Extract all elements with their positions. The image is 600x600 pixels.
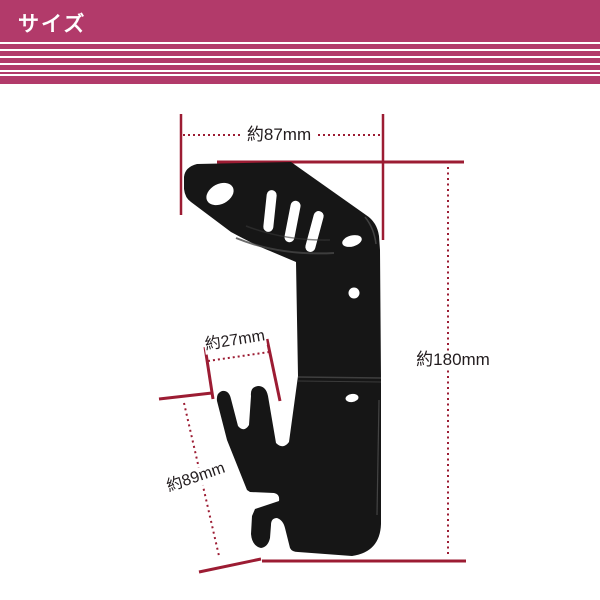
bracket-seams — [235, 216, 382, 516]
dimension-180-lines — [217, 160, 466, 563]
header-stripes — [0, 42, 600, 74]
header-stripe-gap — [0, 74, 600, 76]
bracket-holes — [206, 182, 362, 403]
dimension-87-label: 約87mm — [240, 125, 318, 145]
page-title: サイズ — [18, 13, 87, 36]
dimension-87-lines — [179, 114, 385, 240]
dimension-180-label: 約180mm — [412, 350, 494, 370]
dimension-27-lines — [203, 338, 282, 402]
bracket-image — [184, 162, 382, 556]
header-stripe-last — [0, 76, 600, 84]
header-bar: サイズ — [0, 0, 600, 42]
